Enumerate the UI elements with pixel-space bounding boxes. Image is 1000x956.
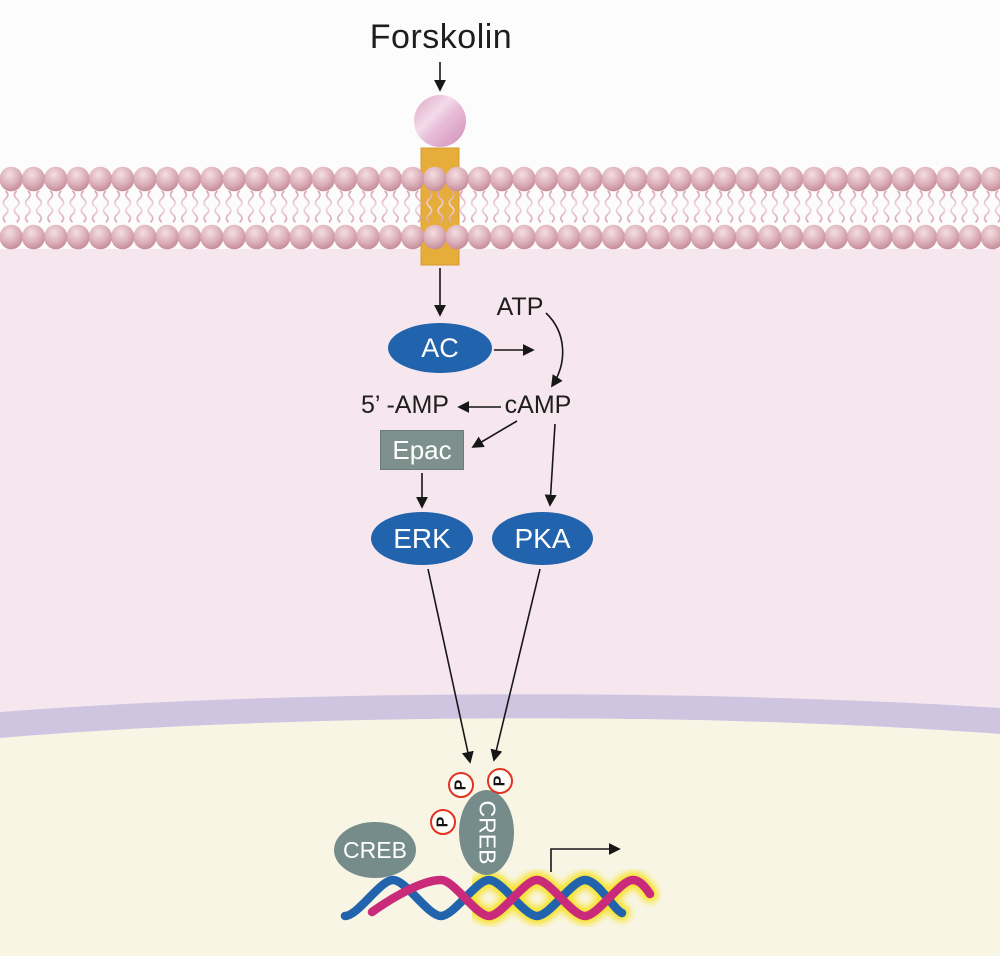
nuclear-envelope <box>0 694 1000 738</box>
phosphate-badge: P <box>448 772 474 798</box>
phosphate-label: P <box>451 779 469 791</box>
node-creb-inactive: CREB <box>334 822 416 878</box>
five-amp-label: 5’ -AMP <box>361 391 449 419</box>
arrow-transcription-start <box>550 843 621 872</box>
arrow-atp-to-camp <box>545 312 564 388</box>
phosphate-badge: P <box>487 768 513 794</box>
node-pka: PKA <box>492 512 593 565</box>
camp-label: cAMP <box>504 391 572 419</box>
phosphate-badge: P <box>430 809 456 835</box>
arrow-camp-to-epac <box>471 420 518 448</box>
atp-label: ATP <box>496 293 544 321</box>
node-ac-adenylyl-cyclase: AC <box>388 323 492 373</box>
diagram-title: Forskolin <box>369 18 513 56</box>
node-creb-active: CREB <box>459 790 514 875</box>
lipid-bilayer-membrane <box>0 166 1000 250</box>
dna-strand-magenta <box>367 875 655 921</box>
arrow-camp-to-pka <box>544 423 557 507</box>
forskolin-molecule <box>414 95 466 147</box>
creb-active-label: CREB <box>474 800 500 865</box>
arrow-erk-to-creb <box>427 568 474 764</box>
node-epac: Epac <box>380 430 464 470</box>
dna-strand-blue <box>340 875 627 921</box>
phosphate-label: P <box>490 775 508 787</box>
node-erk: ERK <box>371 512 473 565</box>
phosphate-label: P <box>433 816 451 828</box>
arrow-pka-to-creb <box>490 568 541 762</box>
